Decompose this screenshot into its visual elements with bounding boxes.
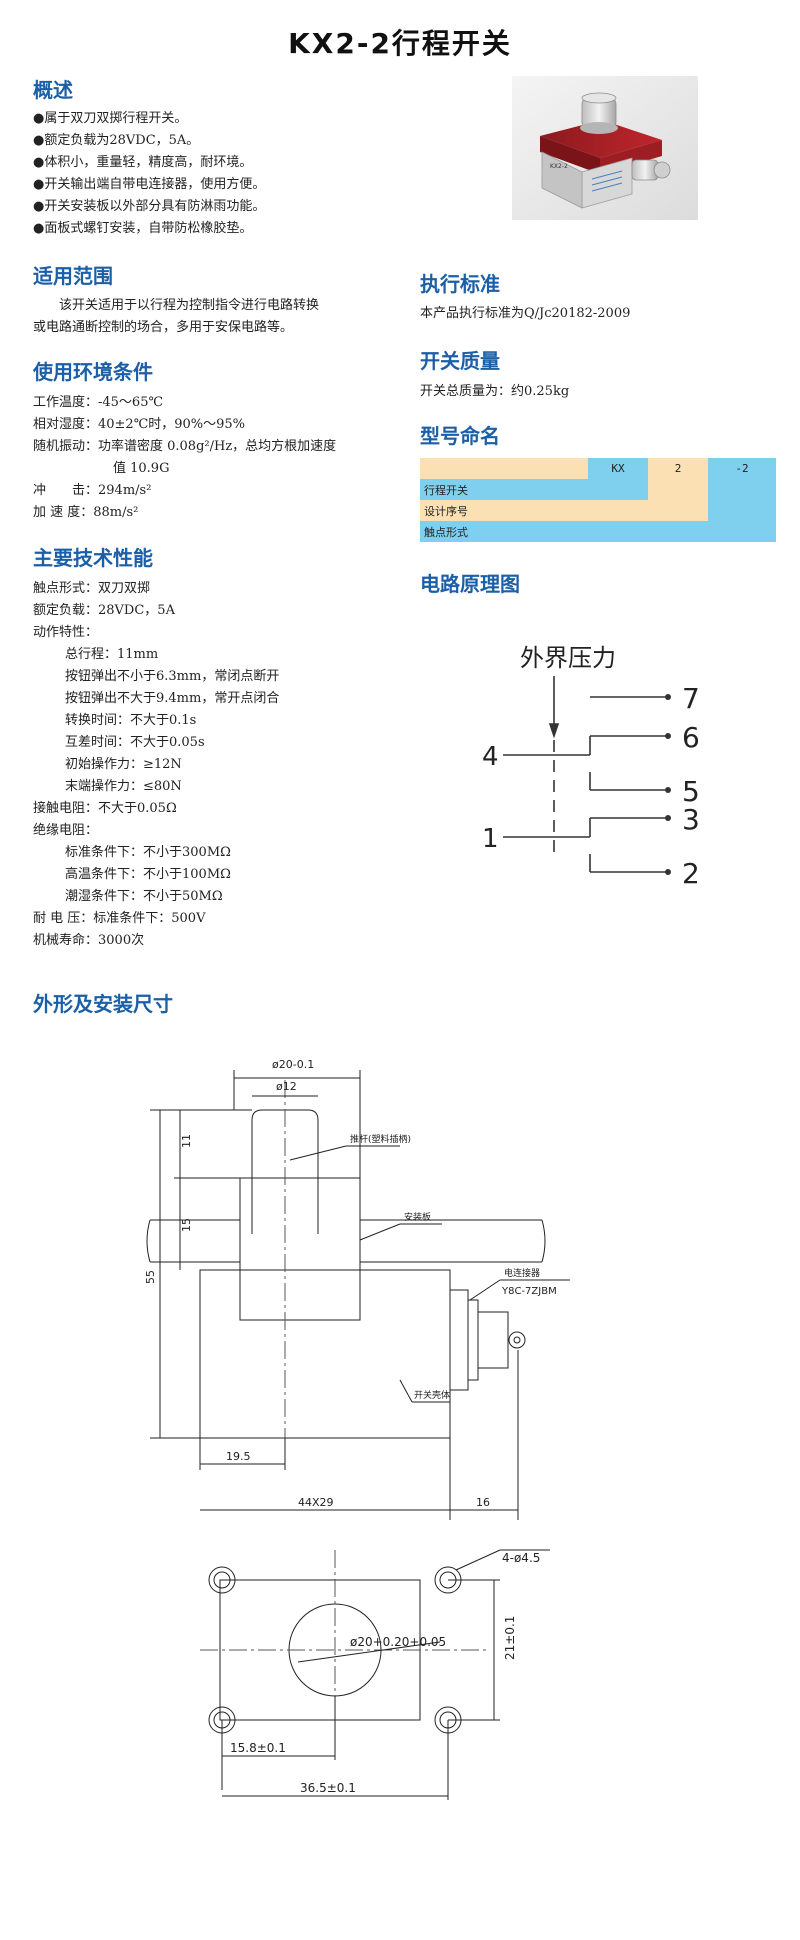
overview-bullet: ●体积小，重量轻，精度高，耐环境。 bbox=[33, 155, 253, 170]
model-row-label: 触点形式 bbox=[420, 521, 776, 542]
terminal-label: 6 bbox=[682, 721, 700, 754]
label-body: 开关壳体 bbox=[414, 1389, 450, 1401]
terminal-label: 7 bbox=[682, 682, 700, 715]
env-line: 冲 击：294m/s² bbox=[33, 483, 152, 498]
env-line: 工作温度：-45～65℃ bbox=[33, 395, 164, 410]
tech-line: 接触电阻：不大于0.05Ω bbox=[33, 801, 177, 816]
mounting-view-drawing: 4-ø4.5 ø20+0.20+0.05 21±0.1 15.8±0.1 36.… bbox=[200, 1549, 550, 1800]
model-row-label: 行程开关 bbox=[420, 479, 648, 500]
tech-line: 按钮弹出不大于9.4mm，常开点闭合 bbox=[65, 691, 280, 706]
overview-bullet: ●面板式螺钉安装，自带防松橡胶垫。 bbox=[33, 221, 253, 236]
dims-heading: 外形及安装尺寸 bbox=[33, 992, 173, 1016]
overview-bullet: ●属于双刀双掷行程开关。 bbox=[33, 111, 188, 126]
env-line: 相对湿度：40±2℃时，90%～95% bbox=[33, 417, 246, 432]
tech-line: 潮湿条件下：不小于50MΩ bbox=[65, 889, 223, 904]
model-code-row: KX 2 -2 bbox=[420, 458, 776, 479]
tech-line: 额定负载：28VDC，5A bbox=[33, 603, 175, 618]
env-heading: 使用环境条件 bbox=[33, 360, 153, 384]
mass-heading: 开关质量 bbox=[420, 349, 500, 373]
dim-inner: ø12 bbox=[276, 1080, 297, 1093]
tech-line: 触点形式：双刀双掷 bbox=[33, 581, 151, 596]
tech-line: 绝缘电阻： bbox=[33, 823, 99, 838]
terminal-label: 3 bbox=[682, 803, 700, 836]
product-photo: KX2-2 bbox=[512, 76, 698, 220]
dim-hole-dia: ø20+0.20+0.05 bbox=[350, 1635, 446, 1649]
dim-w16: 16 bbox=[476, 1496, 490, 1509]
scope-line: 该开关适用于以行程为控制指令进行电路转换 bbox=[59, 298, 320, 313]
tech-line: 机械寿命：3000次 bbox=[33, 933, 145, 948]
overview-list: ●属于双刀双掷行程开关。 ●额定负载为28VDC，5A。 ●体积小，重量轻，精度… bbox=[33, 108, 265, 240]
terminal-label: 2 bbox=[682, 857, 700, 890]
mass-text: 开关总质量为：约0.25kg bbox=[420, 384, 570, 399]
env-line: 值 10.9G bbox=[113, 461, 170, 476]
tech-heading: 主要技术性能 bbox=[33, 546, 153, 570]
terminal-label: 5 bbox=[682, 775, 700, 808]
label-rod: 推杆(塑料插柄) bbox=[350, 1133, 411, 1145]
model-heading: 型号命名 bbox=[420, 424, 500, 448]
tech-line: 高温条件下：不小于100MΩ bbox=[65, 867, 231, 882]
scope-line: 或电路通断控制的场合，多用于安保电路等。 bbox=[33, 320, 294, 335]
tech-line: 转换时间：不大于0.1s bbox=[65, 713, 197, 728]
overview-bullet: ●开关输出端自带电连接器，使用方便。 bbox=[33, 177, 266, 192]
connector-model: Y8C-7ZJBM bbox=[501, 1286, 557, 1297]
tech-line: 标准条件下：不小于300MΩ bbox=[65, 845, 231, 860]
model-row-label: 设计序号 bbox=[420, 500, 708, 521]
tech-line: 总行程：11mm bbox=[65, 647, 159, 662]
scope-heading: 适用范围 bbox=[33, 264, 113, 288]
circuit-force-label: 外界压力 bbox=[520, 644, 616, 672]
label-connector: 电连接器 bbox=[504, 1267, 540, 1279]
model-code: -2 bbox=[708, 458, 776, 479]
model-code: KX bbox=[588, 458, 648, 479]
label-plate: 安装板 bbox=[404, 1211, 431, 1223]
env-line: 随机振动：功率谱密度 0.08g²/Hz，总均方根加速度 bbox=[33, 439, 337, 454]
model-code: 2 bbox=[648, 458, 708, 479]
tech-list: 触点形式：双刀双掷额定负载：28VDC，5A 动作特性： 总行程：11mm 按钮弹出不… bbox=[33, 578, 279, 952]
overview-bullet: ●开关安装板以外部分具有防淋雨功能。 bbox=[33, 199, 266, 214]
dim-holes: 4-ø4.5 bbox=[502, 1551, 540, 1565]
dim-h21: 21±0.1 bbox=[503, 1616, 517, 1660]
dim-h15: 15 bbox=[180, 1218, 193, 1232]
tech-line: 耐 电 压：标准条件下：500V bbox=[33, 911, 206, 926]
scope-text: 该开关适用于以行程为控制指令进行电路转换 或电路通断控制的场合，多用于安保电路等… bbox=[33, 295, 319, 339]
dim-outer: ø20-0.1 bbox=[272, 1058, 314, 1071]
side-view-drawing: ø20-0.1 ø12 11 15 55 19.5 44X29 16 推杆(塑料… bbox=[144, 1058, 570, 1520]
dim-w195: 19.5 bbox=[226, 1450, 251, 1463]
model-row: 触点形式 bbox=[420, 521, 776, 542]
terminal-label: 4 bbox=[482, 742, 499, 772]
tech-line: 按钮弹出不小于6.3mm，常闭点断开 bbox=[65, 669, 280, 684]
model-row: 设计序号 bbox=[420, 500, 776, 521]
photo-label: KX2-2 bbox=[550, 163, 568, 170]
model-row: 行程开关 bbox=[420, 479, 776, 500]
tech-line: 互差时间：不大于0.05s bbox=[65, 735, 205, 750]
model-table: KX 2 -2 行程开关 设计序号 触点形式 bbox=[420, 458, 776, 542]
standard-heading: 执行标准 bbox=[420, 272, 500, 296]
circuit-diagram: 外界压力 7 6 5 3 2 4 1 bbox=[482, 644, 700, 890]
page-title: KX2-2行程开关 bbox=[288, 27, 512, 60]
dim-w158: 15.8±0.1 bbox=[230, 1741, 286, 1755]
tech-line: 末端操作力：≤80N bbox=[65, 779, 182, 794]
circuit-heading: 电路原理图 bbox=[420, 572, 520, 596]
env-list: 工作温度：-45～65℃ 相对湿度：40±2℃时，90%～95% 随机振动：功率… bbox=[33, 392, 336, 524]
tech-line: 初始操作力：≥12N bbox=[65, 757, 182, 772]
env-line: 加 速 度：88m/s² bbox=[33, 505, 139, 520]
terminal-label: 1 bbox=[482, 824, 499, 854]
dim-w44: 44X29 bbox=[298, 1496, 334, 1509]
dim-h55: 55 bbox=[144, 1270, 157, 1284]
overview-bullet: ●额定负载为28VDC，5A。 bbox=[33, 133, 200, 148]
overview-heading: 概述 bbox=[33, 78, 73, 102]
standard-text: 本产品执行标准为Q/Jc20182-2009 bbox=[420, 306, 631, 321]
tech-line: 动作特性： bbox=[33, 625, 99, 640]
dim-h11: 11 bbox=[180, 1134, 193, 1148]
dim-w365: 36.5±0.1 bbox=[300, 1781, 356, 1795]
